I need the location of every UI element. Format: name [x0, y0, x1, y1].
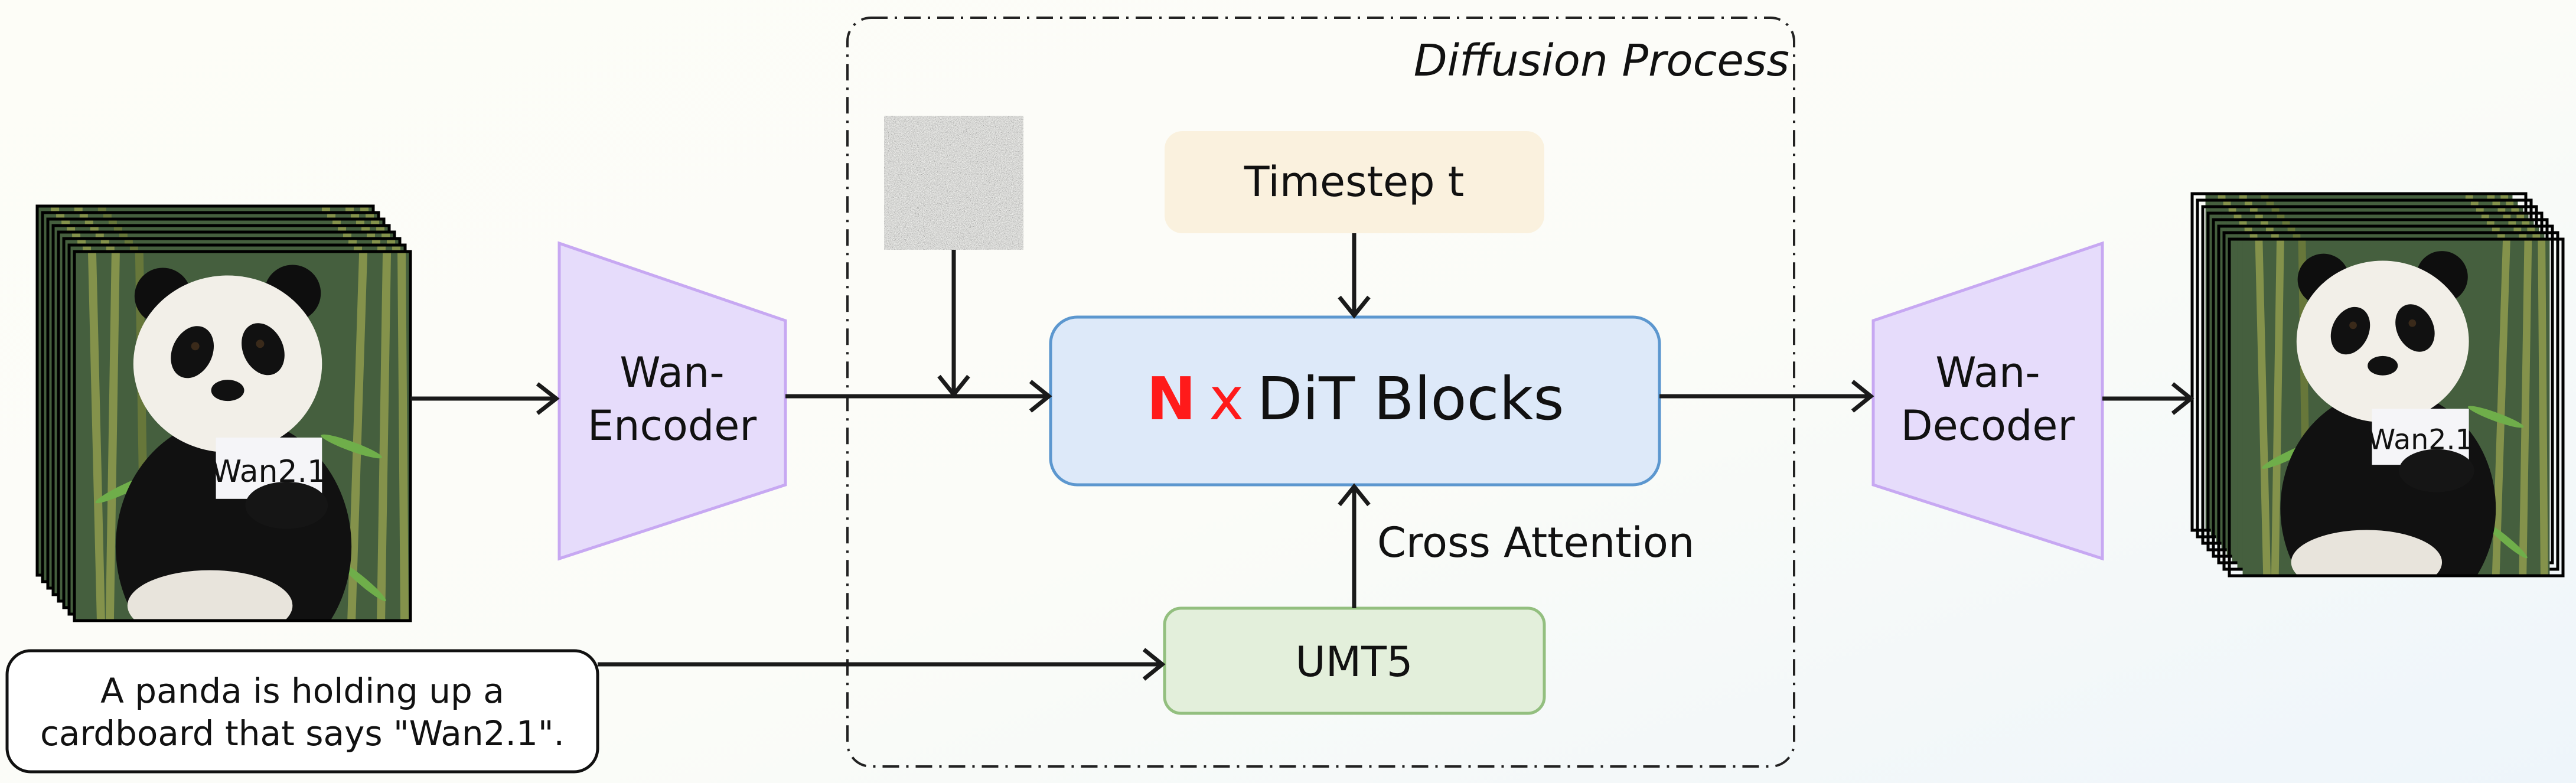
wan-encoder-block: Wan- Encoder: [557, 241, 787, 561]
arrow-timestep-to-dit: [1338, 233, 1371, 319]
timestep-label: Timestep t: [1244, 158, 1464, 206]
umt5-label: UMT5: [1296, 638, 1413, 686]
encoder-label-line2: Encoder: [588, 402, 757, 450]
dit-label: DiT Blocks: [1257, 364, 1564, 433]
arrow-decoder-to-video: [2102, 382, 2195, 415]
arrow-dit-to-decoder: [1659, 380, 1874, 413]
prompt-line1: A panda is holding up a: [100, 671, 504, 711]
diffusion-process-label: Diffusion Process: [1414, 35, 1789, 86]
wan-decoder-block: Wan- Decoder: [1871, 241, 2104, 561]
encoder-label-line1: Wan-: [619, 348, 724, 397]
noise-image: [884, 116, 1023, 250]
input-video-frames: [35, 204, 412, 677]
arrow-prompt-to-umt5: [598, 648, 1166, 681]
cross-attention-label: Cross Attention: [1377, 518, 1694, 567]
umt5-block: UMT5: [1163, 606, 1546, 715]
prompt-line2: cardboard that says "Wan2.1".: [40, 713, 565, 753]
arrow-video-to-encoder: [410, 382, 560, 415]
diffusion-process-container: [846, 17, 1795, 768]
timestep-block: Timestep t: [1165, 131, 1544, 233]
output-video-frames: [2190, 192, 2565, 627]
video-frame: [2243, 239, 2550, 627]
decoder-label-line2: Decoder: [1901, 402, 2075, 450]
text-prompt-box: A panda is holding up a cardboard that s…: [5, 649, 599, 774]
arrow-encoder-to-dit: [785, 380, 1052, 413]
decoder-label-line1: Wan-: [1935, 348, 2040, 397]
video-frame-border: [2228, 237, 2565, 578]
arrow-noise-down: [937, 250, 970, 398]
arrows: [410, 233, 2195, 681]
arrow-umt5-to-dit: [1338, 483, 1371, 608]
video-frame-border: [73, 250, 412, 622]
dit-times: x: [1209, 364, 1244, 433]
video-frame: [74, 252, 410, 677]
dit-count: N: [1146, 364, 1196, 433]
